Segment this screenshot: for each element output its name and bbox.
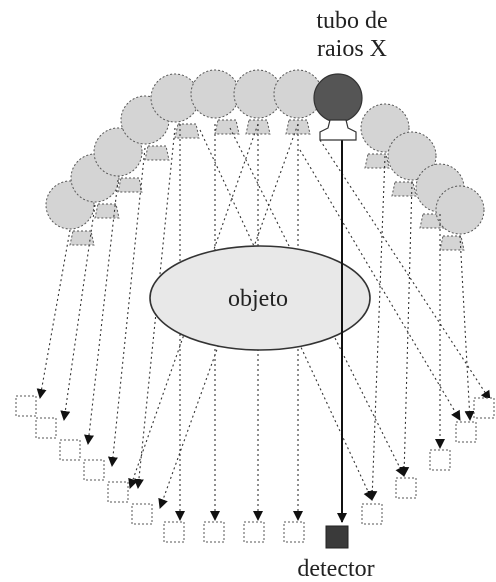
ray-line — [367, 155, 386, 501]
ray-line — [199, 129, 373, 501]
ghost-detector-icon — [455, 421, 477, 443]
object-label: objeto — [228, 286, 288, 312]
tube-label-line1: tubo de — [316, 8, 387, 34]
detector-icon — [325, 525, 349, 549]
object-ellipse — [149, 245, 371, 351]
ghost-tube-icon — [93, 127, 143, 193]
ray-line — [399, 181, 413, 477]
dotted-ray-paths — [36, 123, 491, 521]
ghost-detector-icon — [283, 521, 305, 543]
ray-line — [128, 123, 259, 489]
ghost-tube-icon — [435, 185, 485, 251]
ghost-detector-icon — [429, 449, 451, 471]
ghost-detector-icon — [107, 481, 129, 503]
ghost-detector-icon — [473, 397, 495, 419]
ghost-detector-icon — [35, 417, 57, 439]
ray-line — [459, 235, 475, 421]
ghost-tube-positions — [45, 69, 485, 251]
ray-line — [60, 204, 96, 421]
ray-line — [319, 139, 491, 401]
ghost-detector-icon — [15, 395, 37, 417]
ghost-tube-icon — [233, 69, 283, 135]
ray-line — [36, 229, 71, 399]
ghost-detector-icon — [59, 439, 81, 461]
ghost-detector-icon — [395, 477, 417, 499]
tube-label-line2: raios X — [317, 36, 387, 62]
ray-line — [158, 123, 299, 509]
ghost-detector-icon — [131, 503, 153, 525]
ghost-detector-icon — [243, 521, 265, 543]
ghost-detector-icon — [163, 521, 185, 543]
ray-line — [84, 179, 119, 445]
detector-label: detector — [297, 556, 374, 582]
ray-line — [107, 147, 146, 467]
ghost-detector-icon — [83, 459, 105, 481]
x-ray-tube-icon — [313, 73, 363, 141]
ghost-detector-positions — [15, 395, 495, 543]
ghost-tube-icon — [387, 131, 437, 197]
ghost-detector-icon — [361, 503, 383, 525]
ghost-detector-icon — [203, 521, 225, 543]
ghost-tube-icon — [190, 69, 240, 135]
ray-line — [299, 149, 461, 421]
